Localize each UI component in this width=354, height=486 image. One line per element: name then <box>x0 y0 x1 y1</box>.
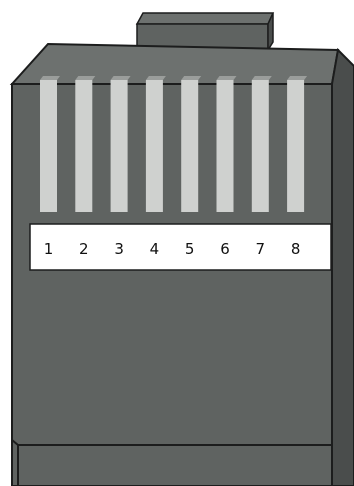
contact-top-1 <box>40 76 60 80</box>
pin-label-8: 8 <box>291 240 301 258</box>
contact-6 <box>216 80 234 212</box>
contact-top-5 <box>181 76 202 80</box>
contact-top-3 <box>110 76 131 80</box>
contact-8 <box>287 80 305 212</box>
connector-right-side <box>331 47 354 486</box>
contact-group <box>40 76 308 212</box>
pin-label-1: 1 <box>44 240 54 258</box>
pin-label-band <box>29 223 332 271</box>
contact-3 <box>110 80 128 212</box>
contact-1 <box>40 80 57 212</box>
contact-top-6 <box>216 76 237 80</box>
pin-label-4: 4 <box>150 240 160 258</box>
locking-tab-side <box>267 12 274 53</box>
contact-top-8 <box>287 76 308 80</box>
pin-label-group: 1 2 3 4 5 6 7 8 <box>44 240 301 258</box>
contact-top-7 <box>251 76 272 80</box>
locking-tab <box>135 12 275 53</box>
pin-label-5: 5 <box>185 240 195 258</box>
contact-top-2 <box>75 76 96 80</box>
pin-label-7: 7 <box>256 240 266 258</box>
contact-2 <box>75 80 93 212</box>
pin-label-2: 2 <box>79 240 89 258</box>
contact-5 <box>181 80 199 212</box>
contact-7 <box>251 80 269 212</box>
pin-label-3: 3 <box>114 240 124 258</box>
connector-front-body <box>11 83 333 486</box>
contact-top-4 <box>145 76 166 80</box>
pin-label-6: 6 <box>220 240 230 258</box>
contact-4 <box>145 80 163 212</box>
locking-tab-top <box>135 12 275 25</box>
